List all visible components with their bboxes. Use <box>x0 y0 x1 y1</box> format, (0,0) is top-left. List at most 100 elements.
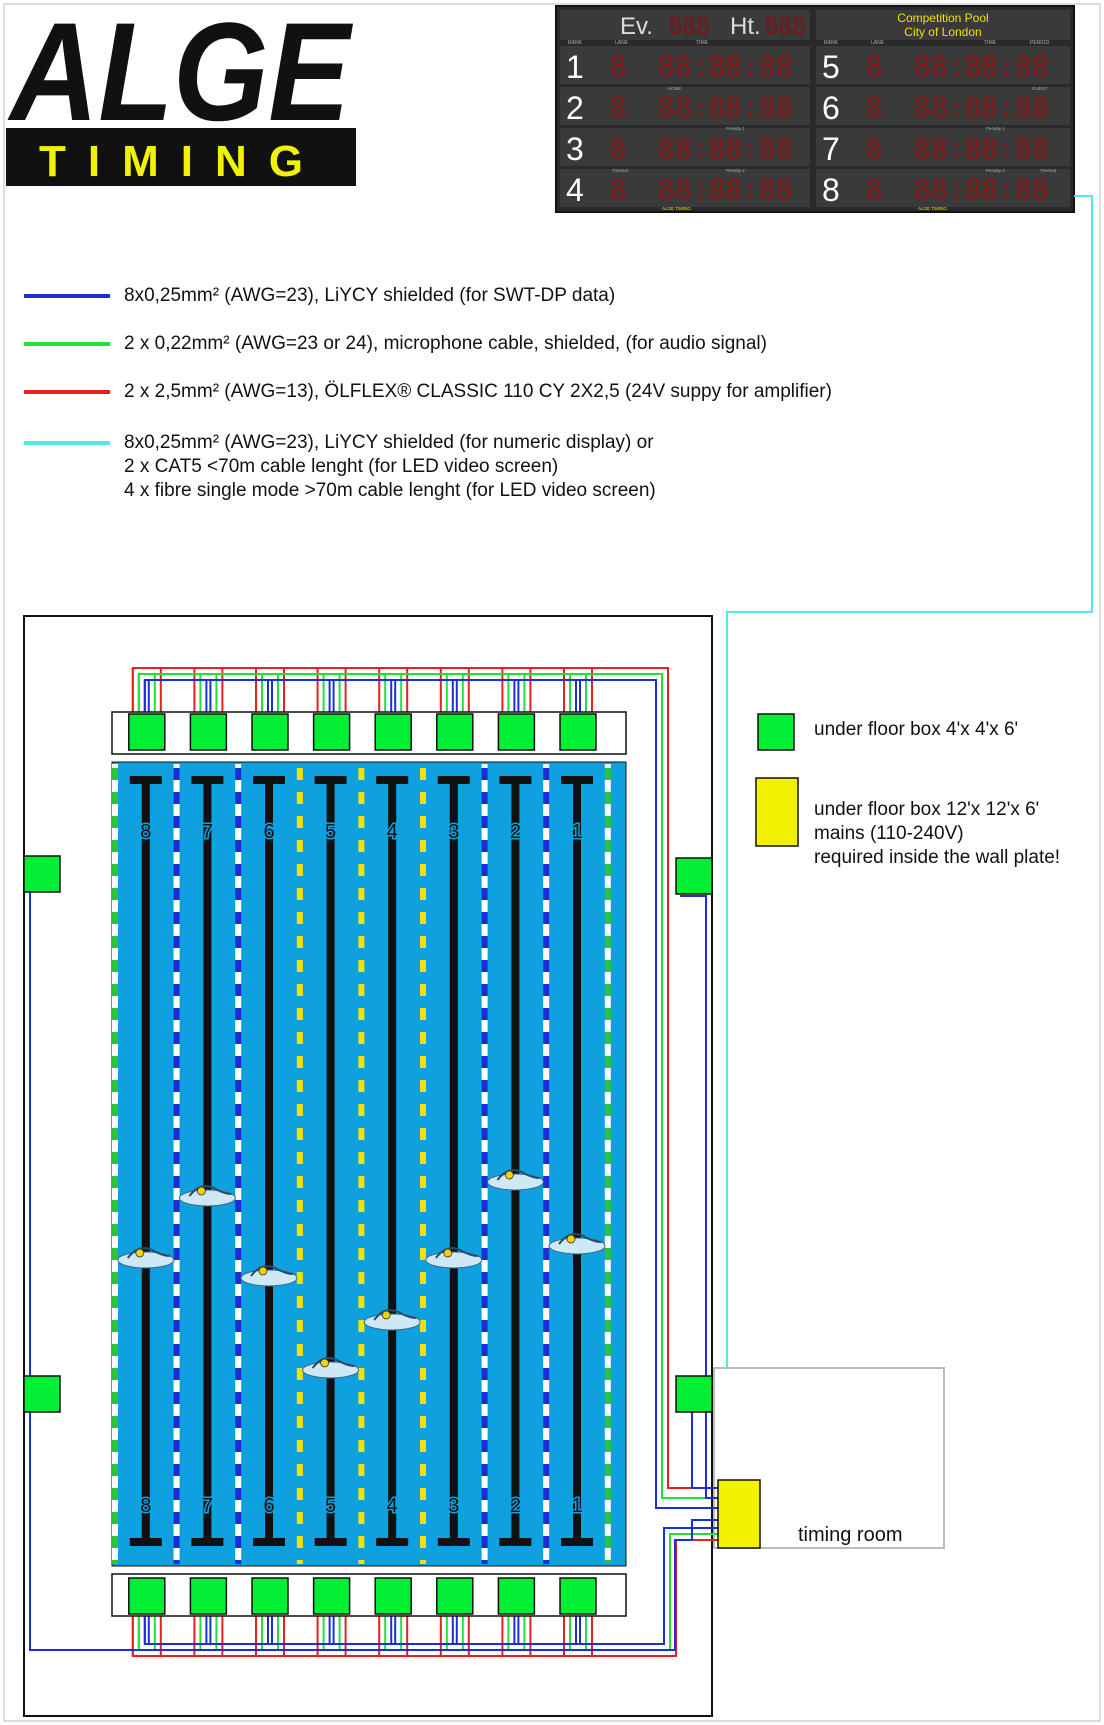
scoreboard-small-label: ALGE TIMING <box>918 206 947 211</box>
legend-yellow-box <box>755 777 799 847</box>
time-digits: 88:88:88 <box>914 132 1049 165</box>
col-header: TIME <box>984 40 997 46</box>
legend-cyan-text-1: 8x0,25mm² (AWG=23), LiYCY shielded (for … <box>124 432 654 453</box>
scoreboard-title-1: Competition Pool <box>897 11 988 25</box>
lane-number-top: 7 <box>202 821 213 843</box>
lane-digit: 8 <box>610 50 627 83</box>
floor-box-top <box>128 713 166 751</box>
scoreboard-small-label: Timeout <box>612 168 629 173</box>
score-row-right <box>816 128 1070 166</box>
top-cable-bundle <box>131 667 720 1509</box>
rank-left: 4 <box>566 172 584 208</box>
scoreboard-title-2: City of London <box>904 25 981 39</box>
legend-green-line <box>24 342 110 346</box>
score-row-right <box>816 169 1070 207</box>
lane-t-top <box>376 776 409 784</box>
lane-number-bottom: 1 <box>571 1495 582 1517</box>
scoreboard-small-label: ALGE TIMING <box>662 206 691 211</box>
floor-box-bottom <box>436 1577 474 1615</box>
lane-number-top: 8 <box>140 821 151 843</box>
lane-rope <box>481 764 488 1564</box>
legend-cyan-text-2: 2 x CAT5 <70m cable lenght (for LED vide… <box>124 456 559 477</box>
swimmer-icon <box>363 1309 421 1331</box>
col-header: LANE <box>871 40 885 46</box>
scoreboard-small-label: Penalty 2 <box>986 168 1005 173</box>
swimmer-icon <box>548 1233 606 1255</box>
legend-blue: 8x0,25mm² (AWG=23), LiYCY shielded (for … <box>24 284 615 308</box>
lane-number-bottom: 6 <box>263 1495 274 1517</box>
swimmer-icon <box>178 1185 236 1207</box>
header-digit: 8 <box>696 12 710 40</box>
floor-box-top <box>497 713 536 751</box>
lane-number-bottom: 3 <box>448 1495 459 1517</box>
lane-digit: 8 <box>866 50 883 83</box>
score-row-left <box>560 128 810 166</box>
legend-cyan: 8x0,25mm² (AWG=23), LiYCY shielded (for … <box>24 431 656 503</box>
logo-brand: ALGE <box>7 0 353 150</box>
rank-left: 2 <box>566 90 584 126</box>
floor-box-left-lower <box>23 1375 61 1413</box>
lane-digit: 8 <box>610 132 627 165</box>
lane-t-bottom <box>499 1538 532 1546</box>
floor-box-right-upper <box>675 857 713 895</box>
lane-line <box>573 776 581 1544</box>
legend-blue-text: 8x0,25mm² (AWG=23), LiYCY shielded (for … <box>124 285 616 306</box>
lane-line <box>388 776 397 1544</box>
floor-box-top <box>189 713 228 751</box>
floor-box-bottom <box>312 1577 351 1615</box>
floor-box-bottom <box>559 1577 597 1615</box>
lane-t-top <box>437 776 470 784</box>
col-header: PERIOD <box>1030 40 1050 46</box>
lane-rope <box>296 764 303 1564</box>
lane-t-top <box>314 776 347 784</box>
scoreboard-small-label: Penalty 1 <box>726 126 745 131</box>
lane-number-bottom: 4 <box>387 1495 398 1517</box>
page-border <box>3 3 1101 1722</box>
yellow-box-line-1: under floor box 12'x 12'x 6' <box>814 799 1040 820</box>
scoreboard-display: Ev. Ht. Competition Pool City of London … <box>555 5 1075 213</box>
legend-green-text: 2 x 0,22mm² (AWG=23 or 24), microphone c… <box>124 333 767 354</box>
lane-number-bottom: 5 <box>325 1495 336 1517</box>
header-digit: 8 <box>778 12 792 40</box>
lane-digit: 8 <box>610 173 627 206</box>
time-digits: 88:88:88 <box>658 132 793 165</box>
lane-t-top <box>561 776 593 784</box>
swimmer-icon <box>117 1247 175 1269</box>
lane-line <box>511 776 520 1544</box>
col-header: RANK <box>824 40 839 46</box>
legend-red: 2 x 2,5mm² (AWG=13), ÖLFLEX® CLASSIC 110… <box>24 380 832 404</box>
header-digit: 8 <box>668 12 682 40</box>
lane-rope <box>173 764 180 1564</box>
swimmer-icon <box>486 1169 544 1191</box>
lane-t-top <box>253 776 285 784</box>
cable-blue-left <box>29 889 720 1651</box>
lane-line <box>141 776 150 1544</box>
rank-right: 7 <box>822 131 840 167</box>
yellow-box-line-2: mains (110-240V) <box>814 823 964 844</box>
time-digits: 88:88:88 <box>658 91 793 124</box>
header-digit: 8 <box>792 12 806 40</box>
legend-cyan-text-3: 4 x fibre single mode >70m cable lenght … <box>124 480 656 501</box>
lane-number-top: 4 <box>387 821 398 843</box>
lane-t-bottom <box>253 1538 285 1546</box>
floor-box-top <box>312 713 351 751</box>
lane-number-top: 6 <box>263 821 274 843</box>
lane-rope <box>112 764 118 1564</box>
time-digits: 88:88:88 <box>914 173 1049 206</box>
logo-sub: TIMING <box>39 137 325 186</box>
lane-digit: 8 <box>866 91 883 124</box>
lane-number-top: 1 <box>571 821 582 843</box>
lane-rope <box>604 764 611 1564</box>
lane-number-top: 5 <box>325 821 336 843</box>
lane-t-bottom <box>191 1538 224 1546</box>
legend-cyan-line <box>24 441 110 445</box>
lane-t-bottom <box>314 1538 347 1546</box>
scoreboard-small-label: GUEST <box>1032 86 1048 91</box>
rank-right: 6 <box>822 90 840 126</box>
floor-box-bottom <box>251 1577 289 1615</box>
lane-line <box>449 776 458 1544</box>
lane-t-bottom <box>561 1538 593 1546</box>
lane-rope <box>420 764 426 1564</box>
event-label: Ev. <box>620 13 653 40</box>
